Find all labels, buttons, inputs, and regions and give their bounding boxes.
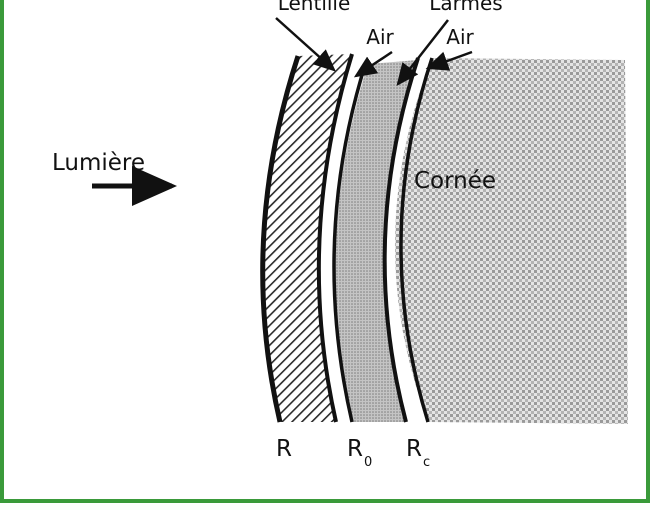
air-1-leader-arrow (353, 50, 393, 78)
radius-r0-subscript: 0 (364, 455, 372, 470)
larmes-label: Larmes (429, 0, 502, 15)
air-gap-line-1 (332, 61, 368, 423)
cornea-region (394, 58, 628, 424)
light-label: Lumière (52, 150, 145, 176)
tear-film-band (335, 60, 418, 422)
radius-rc-label: R (406, 436, 422, 462)
cornea-front-surface (399, 57, 434, 423)
lentille-label: Lentille (278, 0, 351, 15)
lentille-leader-arrow (275, 17, 336, 72)
radius-r0-label: R (347, 436, 363, 462)
tears-back-surface (382, 57, 420, 423)
air-label-2: Air (446, 25, 474, 49)
lens-back-surface (316, 53, 354, 423)
radius-r-label: R (276, 436, 292, 462)
diagram-frame (0, 0, 650, 503)
air-label-1: Air (366, 25, 394, 49)
cornea-label: Cornée (414, 168, 496, 194)
lens-front-surface (260, 55, 301, 423)
air-2-leader-arrow (425, 50, 473, 71)
radius-rc-subscript: c (423, 455, 430, 470)
larmes-leader-arrow (396, 19, 449, 86)
